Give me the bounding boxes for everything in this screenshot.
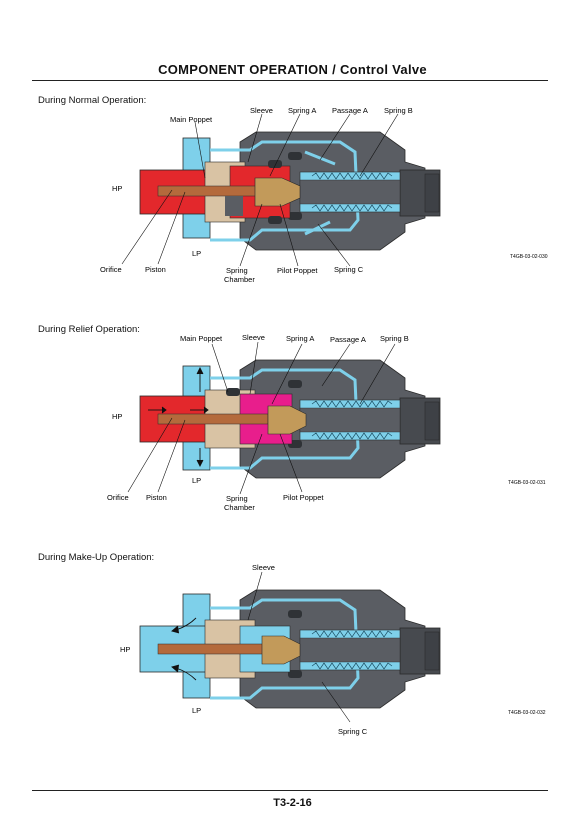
label-spring-chamber-1: Spring (226, 266, 248, 275)
label-spring-chamber-1: Spring (226, 494, 248, 503)
label-sleeve: Sleeve (252, 563, 275, 572)
valve-body (182, 589, 441, 709)
label-spring-chamber-2: Chamber (224, 275, 255, 284)
label-pilot-poppet: Pilot Poppet (283, 493, 324, 502)
label-pilot-poppet: Pilot Poppet (277, 266, 318, 275)
section-title-make-up: During Make-Up Operation: (38, 552, 155, 563)
label-spring-b: Spring B (380, 334, 409, 343)
label-hp: HP (112, 184, 122, 193)
section-title-relief: During Relief Operation: (38, 324, 140, 335)
label-spring-a: Spring A (286, 334, 314, 343)
internal-parts (157, 160, 301, 224)
label-lp: LP (192, 249, 201, 258)
label-spring-a: Spring A (288, 106, 316, 115)
label-lp: LP (192, 476, 201, 485)
label-spring-c: Spring C (334, 265, 364, 274)
valve-diagram-make-up: Sleeve HP LP Spring C T4GB-03-02-032 (120, 563, 546, 736)
leader-lines (127, 341, 396, 495)
page-title: COMPONENT OPERATION / Control Valve (158, 62, 427, 77)
figure-ref: T4GB-03-02-031 (508, 480, 546, 486)
label-hp: HP (112, 412, 122, 421)
label-sleeve: Sleeve (242, 333, 265, 342)
label-sleeve: Sleeve (250, 106, 273, 115)
leader-lines (121, 113, 399, 267)
label-orifice: Orifice (100, 265, 122, 274)
valve-diagram-normal: Main Poppet Sleeve Spring A Passage A Sp… (100, 106, 548, 284)
flow-arrows (148, 366, 209, 468)
figure-ref: T4GB-03-02-030 (510, 254, 548, 260)
label-spring-c: Spring C (338, 727, 368, 736)
label-piston: Piston (146, 493, 167, 502)
valve-diagram-relief: Main Poppet Sleeve Spring A Passage A Sp… (107, 333, 546, 512)
label-orifice: Orifice (107, 493, 129, 502)
internal-parts (157, 388, 307, 449)
label-piston: Piston (145, 265, 166, 274)
footer-rule (32, 790, 548, 791)
label-lp: LP (192, 706, 201, 715)
valve-body (182, 131, 441, 251)
figure-ref: T4GB-03-02-032 (508, 710, 546, 716)
label-spring-b: Spring B (384, 106, 413, 115)
leader-lines (247, 571, 351, 723)
label-main-poppet: Main Poppet (170, 115, 213, 124)
flow-arrows (171, 617, 197, 681)
section-title-normal: During Normal Operation: (38, 95, 147, 106)
label-spring-chamber-2: Chamber (224, 503, 255, 512)
label-hp: HP (120, 645, 130, 654)
header-rule (32, 80, 548, 81)
label-passage-a: Passage A (330, 335, 366, 344)
internal-parts (157, 619, 301, 679)
label-passage-a: Passage A (332, 106, 368, 115)
label-main-poppet: Main Poppet (180, 334, 223, 343)
page-number: T3-2-16 (273, 797, 312, 809)
